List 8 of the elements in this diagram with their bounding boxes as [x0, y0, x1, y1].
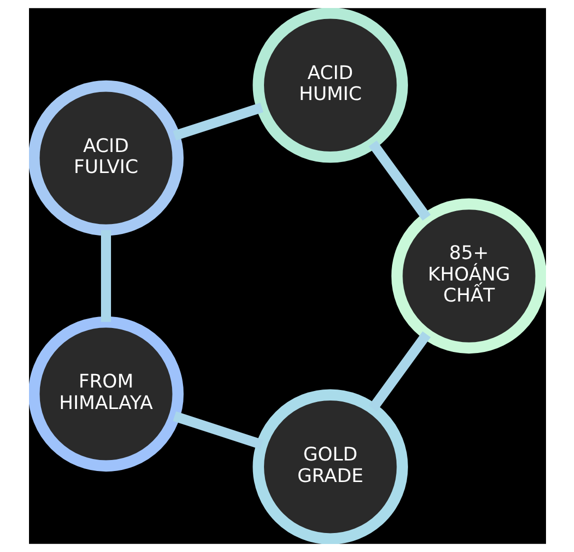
- node-circle: ACID HUMIC: [252, 8, 408, 163]
- connector: [368, 140, 430, 221]
- node-circle: GOLD GRADE: [252, 389, 408, 544]
- node-circle: FROM HIMALAYA: [28, 316, 184, 472]
- node-circle: 85+ KHOÁNG CHẤT: [390, 198, 546, 354]
- connector: [172, 102, 263, 141]
- node-circle: ACID FULVIC: [28, 80, 184, 236]
- connector: [100, 230, 110, 322]
